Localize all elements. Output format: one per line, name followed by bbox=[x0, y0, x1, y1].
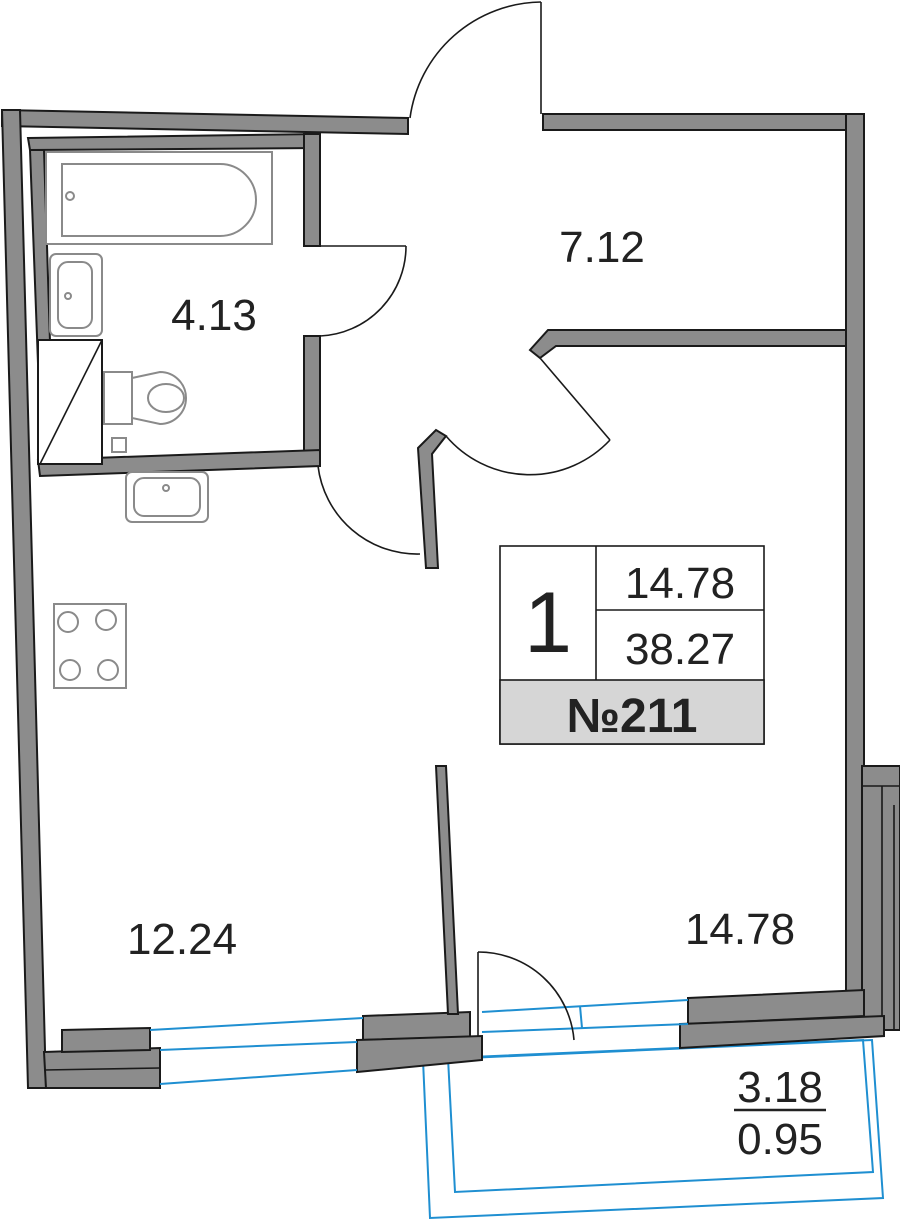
total-area: 38.27 bbox=[625, 625, 735, 674]
room-area-kitchen: 12.24 bbox=[127, 915, 237, 964]
bathroom-sink bbox=[49, 253, 103, 337]
living-area: 14.78 bbox=[625, 559, 735, 608]
hallway-partition bbox=[416, 329, 847, 569]
doors bbox=[317, 1, 611, 1041]
kitchen-sink bbox=[125, 471, 209, 523]
apartment-info-block: 1 14.78 38.27 №211 bbox=[499, 545, 765, 745]
balcony-area-counted: 0.95 bbox=[737, 1115, 823, 1164]
toilet bbox=[103, 370, 187, 453]
balcony-area-total: 3.18 bbox=[737, 1063, 823, 1112]
room-area-hallway: 7.12 bbox=[559, 223, 645, 272]
apartment-number: №211 bbox=[567, 690, 698, 743]
rooms-count: 1 bbox=[524, 575, 572, 671]
stove bbox=[53, 603, 127, 689]
bathtub bbox=[45, 151, 273, 245]
utility-box bbox=[37, 339, 103, 465]
outer-walls bbox=[0, 108, 900, 1089]
room-area-living: 14.78 bbox=[685, 905, 795, 954]
room-area-bathroom: 4.13 bbox=[171, 291, 257, 340]
window-lines bbox=[149, 999, 689, 1085]
apartment-number-badge bbox=[499, 679, 765, 745]
balcony-area: 3.18 0.95 bbox=[734, 1063, 826, 1164]
